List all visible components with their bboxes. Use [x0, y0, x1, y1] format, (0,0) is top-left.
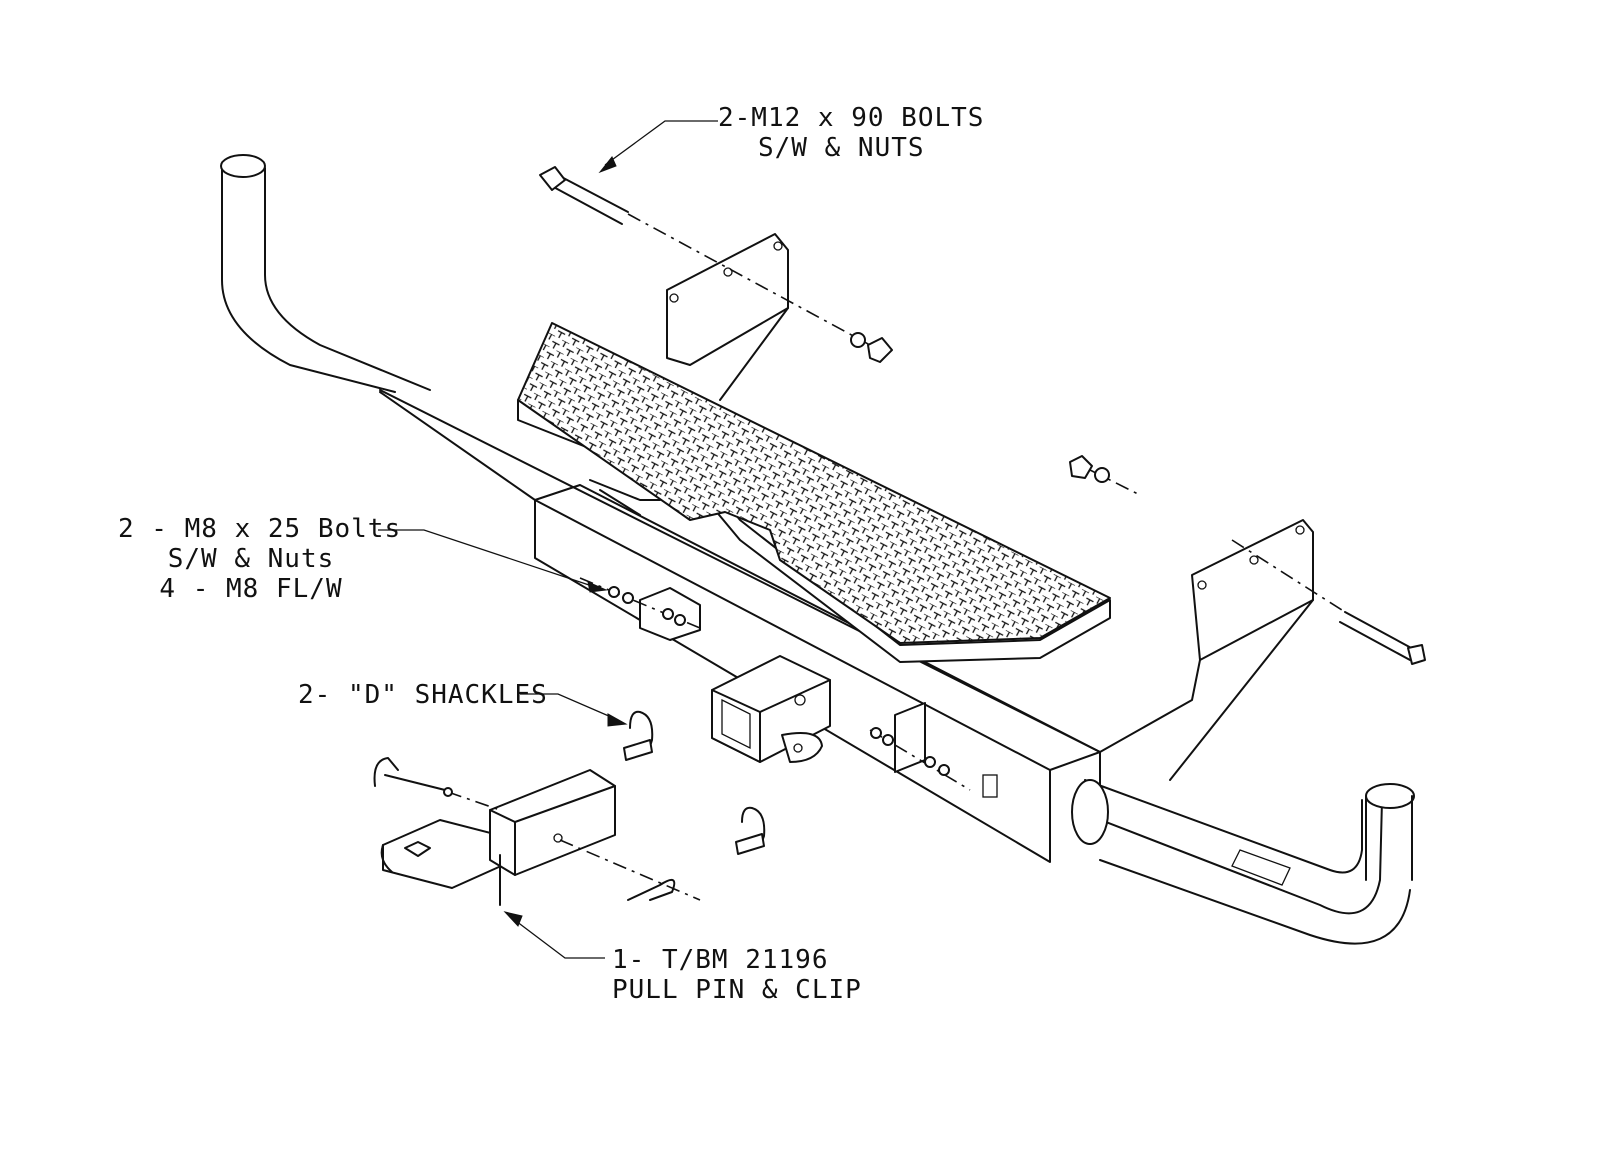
- m8-bolts-line-1: 2 - M8 x 25 Bolts: [118, 514, 402, 544]
- left-side-tube: [220, 154, 431, 393]
- m12-bolts-label: 2-M12 x 90 BOLTS S/W & NUTS: [718, 103, 984, 163]
- m8-bolts-line-3: 4 - M8 FL/W: [159, 574, 343, 604]
- leader-shackles: [520, 693, 628, 727]
- tow-ball-mount-line-1: 1- T/BM 21196: [612, 945, 829, 975]
- m8-bolts-line-2: S/W & Nuts: [167, 544, 335, 574]
- shackles-label: 2- "D" SHACKLES: [298, 680, 548, 710]
- pin-clip: [559, 839, 701, 901]
- shackle-bracket-right: [894, 702, 926, 773]
- leader-tow-ball-mount: [503, 911, 605, 959]
- leader-m8-bolts: [378, 529, 608, 593]
- tow-ball-mount-line-2: PULL PIN & CLIP: [612, 975, 862, 1005]
- pull-pin: [373, 757, 501, 811]
- shackles-line-1: 2- "D" SHACKLES: [298, 680, 548, 710]
- right-side-tube: [1071, 779, 1415, 945]
- d-shackle-2: [735, 806, 766, 855]
- m12-bolts-line-1: 2-M12 x 90 BOLTS: [718, 103, 985, 133]
- left-mounting-plate: [666, 233, 789, 401]
- m8-bolts-label: 2 - M8 x 25 Bolts S/W & Nuts 4 - M8 FL/W: [118, 514, 402, 604]
- main-cross-beam: [379, 389, 1101, 863]
- m8-bolts-right: [869, 727, 971, 791]
- tow-ball-mount-label: 1- T/BM 21196 PULL PIN & CLIP: [612, 945, 862, 1005]
- m8-bolts-left: [579, 577, 701, 629]
- tow-ball-mount: [380, 769, 616, 906]
- d-shackle-1: [623, 710, 654, 761]
- m12-bolt-right: [1069, 455, 1426, 665]
- m12-bolt-top: [539, 166, 893, 363]
- tread-plate-step: [517, 322, 1111, 663]
- leader-m12-bolts: [598, 120, 718, 174]
- plug-plate: [982, 774, 998, 798]
- hitch-receiver: [711, 655, 831, 763]
- m12-bolts-line-2: S/W & NUTS: [758, 133, 925, 163]
- right-mounting-plate: [1099, 519, 1314, 781]
